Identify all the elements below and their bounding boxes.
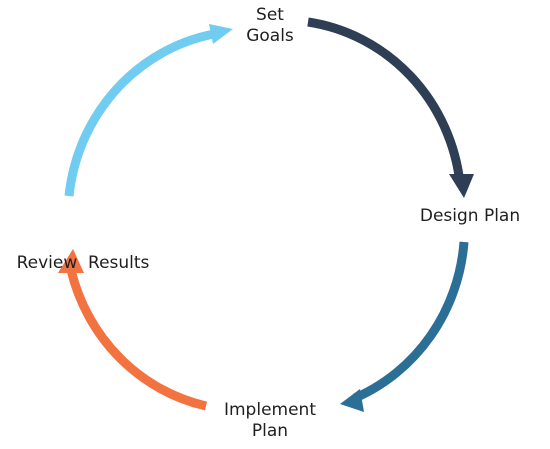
arrowhead-set-goals bbox=[209, 24, 233, 44]
arrow-review-results-to-set-goals bbox=[64, 29, 215, 197]
arrow-design-plan-to-implement-plan bbox=[353, 241, 469, 403]
stage-label-implement-plan-line1: Implement bbox=[223, 400, 316, 420]
arrowhead-implement-plan bbox=[340, 389, 364, 412]
arrow-set-goals-to-design-plan bbox=[307, 17, 465, 184]
stage-label-set-goals-line1: Set bbox=[256, 5, 284, 25]
stage-label-implement-plan: Implement Plan bbox=[210, 400, 330, 442]
stage-label-set-goals-line2: Goals bbox=[246, 26, 294, 46]
arrow-implement-plan-to-review-results bbox=[66, 268, 208, 411]
stage-label-review-results: Review Results bbox=[8, 211, 158, 295]
arrowhead-design-plan bbox=[449, 174, 474, 198]
stage-label-design-plan-line1: Design Plan bbox=[419, 206, 521, 226]
stage-label-review-results-line1: Review Results bbox=[16, 253, 150, 273]
stage-label-implement-plan-line2: Plan bbox=[251, 421, 289, 441]
stage-label-set-goals: Set Goals bbox=[236, 5, 304, 47]
stage-label-design-plan: Design Plan bbox=[410, 206, 530, 227]
arrowhead-review-results bbox=[58, 249, 84, 273]
